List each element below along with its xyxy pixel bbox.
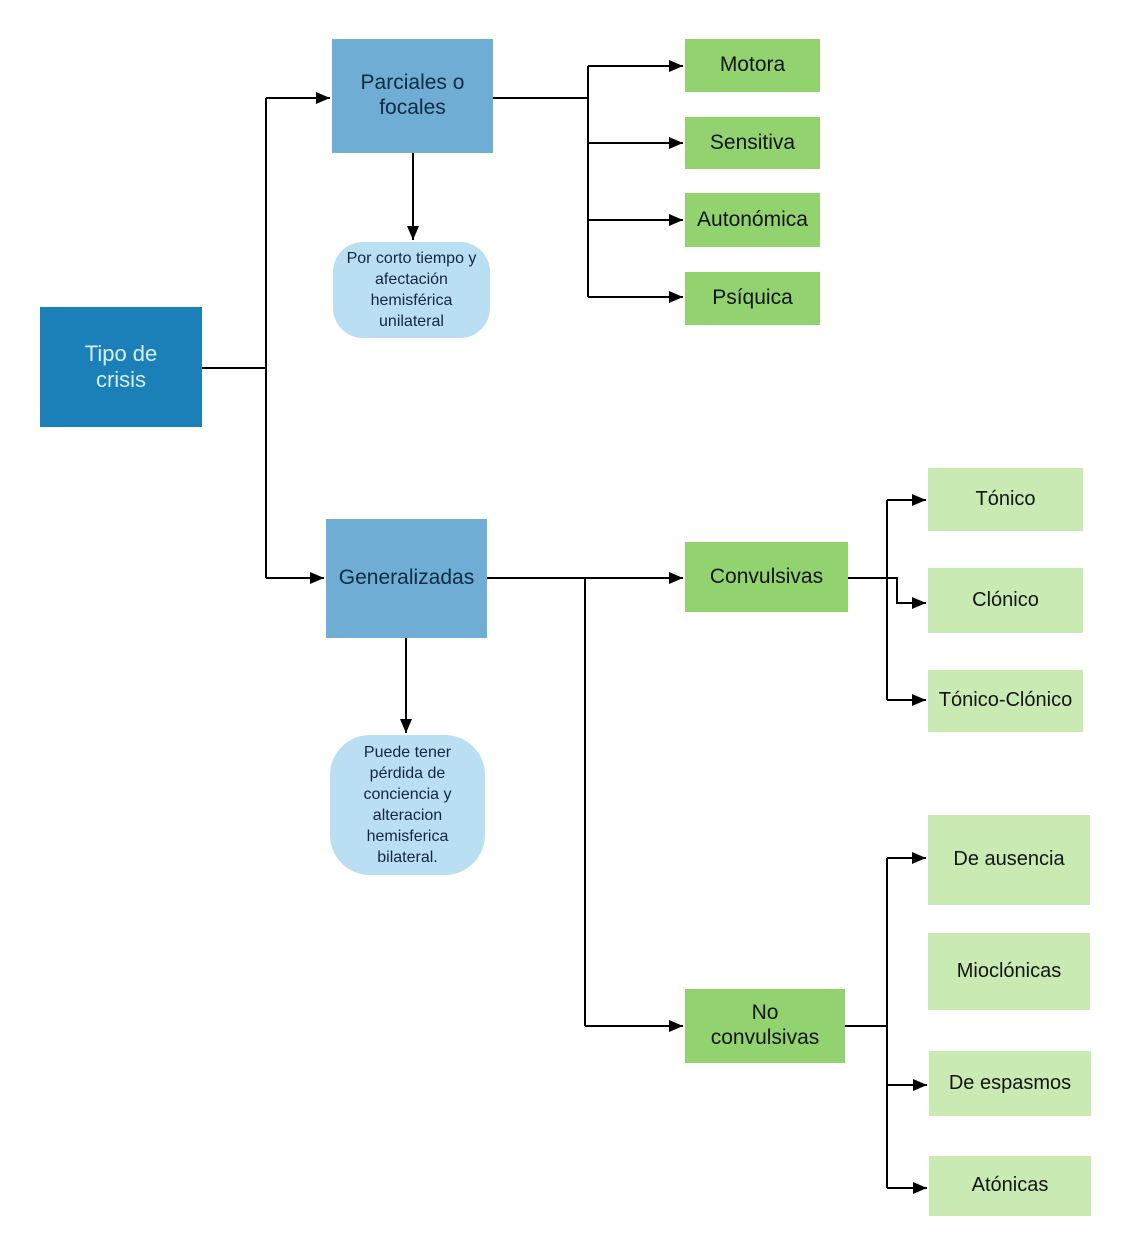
node-mioclonicas-label: Mioclónicas (956, 959, 1062, 982)
node-de-espasmos-label: De espasmos (948, 1071, 1072, 1094)
node-parciales-o-focales: Parciales o focales (332, 39, 493, 153)
node-de-ausencia: De ausencia (928, 815, 1090, 905)
node-de-ausencia-label: De ausencia (953, 848, 1065, 871)
note-generalizadas-text: Puede tener pérdida de conciencia y alte… (363, 743, 452, 867)
node-tonico: Tónico (928, 468, 1083, 531)
node-psiquica-label: Psíquica (712, 286, 793, 310)
node-psiquica: Psíquica (685, 272, 820, 325)
node-mioclonicas: Mioclónicas (928, 933, 1090, 1010)
node-motora-label: Motora (719, 53, 786, 77)
node-motora: Motora (685, 39, 820, 92)
node-tipo-de-crisis-label: Tipo de crisis (84, 341, 158, 392)
node-clonico-label: Clónico (972, 588, 1039, 611)
node-parciales-o-focales-label: Parciales o focales (360, 71, 465, 119)
node-convulsivas: Convulsivas (685, 542, 848, 612)
node-generalizadas-label: Generalizadas (338, 566, 475, 590)
node-autonomica: Autonómica (685, 193, 820, 247)
node-de-espasmos: De espasmos (929, 1051, 1091, 1116)
node-tipo-de-crisis: Tipo de crisis (40, 307, 202, 427)
node-sensitiva-label: Sensitiva (709, 130, 796, 154)
note-parciales: Por corto tiempo y afectación hemisféric… (333, 242, 490, 338)
node-tonico-label: Tónico (975, 487, 1036, 510)
node-autonomica-label: Autonómica (697, 207, 808, 231)
note-generalizadas: Puede tener pérdida de conciencia y alte… (330, 735, 485, 875)
node-generalizadas: Generalizadas (326, 519, 487, 638)
connector-arrow-clonico (887, 577, 926, 609)
node-convulsivas-label: Convulsivas (709, 564, 824, 588)
node-tonico-clonico-label: Tónico-Clónico (938, 689, 1073, 712)
node-no-convulsivas-label: No convulsivas (710, 1001, 820, 1049)
node-no-convulsivas: No convulsivas (685, 989, 845, 1063)
node-sensitiva: Sensitiva (685, 117, 820, 169)
note-parciales-text: Por corto tiempo y afectación hemisféric… (346, 249, 477, 331)
node-atonicas: Atónicas (929, 1156, 1091, 1216)
node-clonico: Clónico (928, 568, 1083, 633)
node-tonico-clonico: Tónico-Clónico (928, 670, 1083, 732)
node-atonicas-label: Atónicas (971, 1174, 1049, 1197)
